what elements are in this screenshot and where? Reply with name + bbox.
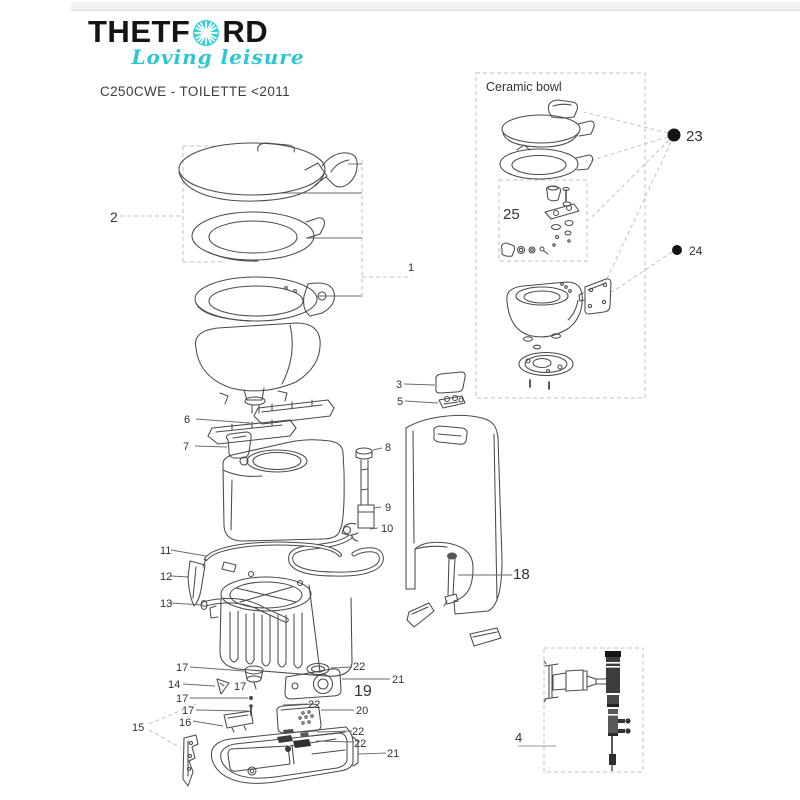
lower-plate-art	[469, 627, 502, 647]
water-fill-tube-art	[341, 447, 375, 542]
ceramic-bowl-inset	[475, 72, 682, 399]
brand-tagline: Loving leisure	[131, 45, 305, 69]
cassette-base-art	[209, 570, 353, 677]
callout-label-1: 1	[408, 262, 414, 274]
hinge-kit-25-art	[500, 185, 580, 257]
callout-label-22c: 22	[352, 726, 364, 738]
leader-lines	[148, 383, 512, 755]
callout-label-9: 9	[385, 502, 391, 514]
callout-label-21b: 21	[387, 748, 399, 760]
callout-label-4: 4	[515, 730, 522, 745]
callout-label-13: 13	[160, 598, 172, 610]
mount-brackets-6-art	[207, 399, 335, 445]
callout-label-3: 3	[396, 379, 402, 391]
callout-label-15: 15	[132, 722, 144, 734]
bullet-23	[667, 128, 681, 142]
callout-label-25: 25	[503, 206, 520, 223]
callout-bracket-1	[280, 160, 412, 298]
clip-7-art	[225, 431, 252, 466]
back-cover-18-art	[405, 414, 503, 615]
callout-label-2: 2	[110, 209, 118, 225]
bowl-upper-art	[194, 276, 335, 322]
callout-label-11: 11	[160, 545, 171, 557]
callout-label-22b: 22	[308, 699, 320, 711]
callout-label-14: 14	[168, 679, 180, 691]
callout-label-17d: 17	[182, 705, 194, 717]
top-divider-bar	[71, 2, 800, 11]
clip-5-art	[438, 394, 466, 409]
callout-label-16: 16	[179, 717, 191, 729]
logo-text-pre: THETF	[88, 14, 191, 49]
pump-assembly-inset	[518, 647, 644, 773]
bullet-24	[672, 245, 682, 255]
callout-label-20: 20	[356, 705, 368, 717]
seat-lid-art	[178, 142, 358, 202]
callout-label-17a: 17	[176, 662, 188, 674]
clamp-ring-11-art	[202, 541, 342, 573]
flange-disc-art	[518, 351, 574, 390]
screw-17-art	[249, 696, 253, 700]
ceramic-lid-art	[501, 99, 595, 148]
sliding-plate-19-art	[284, 668, 342, 700]
callout-bracket-2	[120, 145, 225, 263]
rod-18-art	[443, 552, 459, 607]
callout-label-5: 5	[397, 396, 403, 408]
callout-label-24: 24	[689, 244, 703, 258]
logo-text-post: RD	[222, 14, 269, 49]
callout-label-19: 19	[354, 683, 372, 700]
callout-label-17c: 17	[176, 693, 188, 705]
latch-22-art	[277, 729, 311, 752]
callout-label-10: 10	[381, 523, 393, 535]
callout-label-7: 7	[183, 441, 189, 453]
callout-label-6: 6	[184, 414, 190, 426]
hose-art	[288, 534, 384, 577]
spout-tube-13-art	[200, 597, 289, 623]
callout-label-8: 8	[385, 442, 391, 454]
brand-block: THETF RD Loving leisure	[88, 16, 348, 69]
callout-label-21a: 21	[392, 674, 404, 686]
thetford-logo: THETF RD	[88, 16, 348, 47]
ceramic-bowl-inset-title: Ceramic bowl	[486, 80, 562, 94]
bowl-lower-art	[194, 322, 321, 414]
ceramic-pot-art	[506, 281, 583, 350]
side-bracket-15-art	[182, 734, 199, 787]
wedge-14-art	[216, 678, 230, 695]
fixing-plate-16-art	[223, 710, 254, 733]
callout-labels: 2 1 3 5 6 7 8 9 10 11 12 13 17 22 21 14 …	[110, 80, 703, 760]
seat-ring-art	[191, 211, 325, 262]
pad-3-art	[435, 371, 466, 394]
mount-plate-24-art	[578, 278, 612, 315]
callout-label-12: 12	[160, 571, 172, 583]
callout-label-22a: 22	[353, 661, 365, 673]
upper-housing-art	[222, 439, 345, 542]
callout-label-22d: 22	[354, 738, 366, 750]
callout-label-18: 18	[513, 566, 530, 583]
callout-label-23: 23	[686, 128, 703, 145]
wedge-12-art	[187, 560, 206, 607]
ceramic-seat-art	[499, 144, 594, 180]
lower-bracket-art	[406, 602, 435, 628]
thetford-starburst-icon	[193, 19, 220, 46]
callout-label-17b: 17	[234, 681, 246, 693]
bottom-pan-21-art	[210, 726, 359, 784]
model-title: C250CWE - TOILETTE <2011	[100, 84, 291, 99]
vent-cover-20-art	[276, 703, 322, 734]
funnel-17-art	[244, 665, 264, 690]
